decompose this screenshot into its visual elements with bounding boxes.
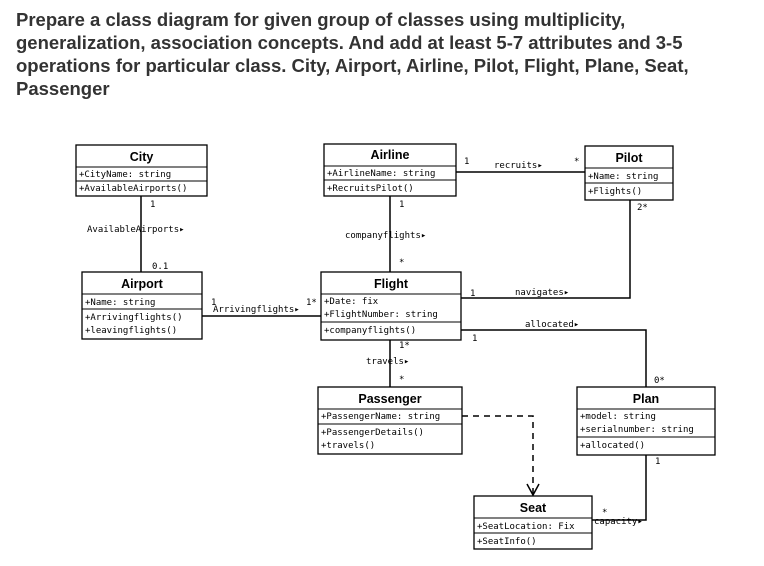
attribute: +Name: string [85, 298, 155, 308]
multiplicity-start: 1 [470, 289, 475, 299]
multiplicity-end: * [399, 375, 404, 385]
multiplicity-end: * [602, 508, 607, 518]
multiplicity-end: 0.1 [152, 262, 168, 272]
class-name: Flight [374, 277, 409, 291]
class-name: Passenger [358, 392, 421, 406]
class-seat[interactable]: Seat +SeatLocation: Fix +SeatInfo() [473, 495, 593, 550]
attribute: +PassengerName: string [321, 412, 440, 422]
association-label: AvailableAirports▸ [87, 225, 185, 235]
operation: +leavingflights() [85, 326, 177, 336]
question-text: Prepare a class diagram for given group … [16, 9, 689, 99]
association-label: companyflights▸ [345, 231, 426, 241]
multiplicity-start: 1 [211, 298, 216, 308]
association-label: allocated▸ [525, 320, 579, 330]
class-pilot[interactable]: Pilot +Name: string +Flights() [584, 145, 674, 201]
multiplicity-start: 1* [399, 341, 410, 351]
multiplicity-start: 1 [655, 457, 660, 467]
association-label: Arrivingflights▸ [213, 305, 300, 315]
operation: +RecruitsPilot() [327, 184, 414, 194]
class-name: Airport [121, 277, 164, 291]
operation: +travels() [321, 441, 375, 451]
attribute: +serialnumber: string [580, 425, 694, 435]
association-flight-plan: 1 allocated▸ 0* [461, 320, 665, 387]
operation: +AvailableAirports() [79, 184, 187, 194]
class-plan[interactable]: Plan +model: string +serialnumber: strin… [576, 386, 716, 456]
multiplicity-start: 1 [399, 200, 404, 210]
class-name: Plan [633, 392, 659, 406]
operation: +Arrivingflights() [85, 313, 183, 323]
operation: +SeatInfo() [477, 537, 537, 547]
association-airline-pilot: 1 recruits▸ * [456, 157, 585, 173]
class-passenger[interactable]: Passenger +PassengerName: string +Passen… [317, 386, 463, 455]
multiplicity-start: 1 [472, 334, 477, 344]
association-airline-flight: 1 companyflights▸ * [345, 196, 426, 272]
association-label: navigates▸ [515, 288, 569, 298]
association-plan-seat: 1 capacity▸ * [592, 455, 660, 527]
operation: +allocated() [580, 441, 645, 451]
multiplicity-start: 1 [150, 200, 155, 210]
multiplicity-end: 2* [637, 203, 648, 213]
class-name: Seat [520, 501, 547, 515]
association-label: capacity▸ [594, 517, 643, 527]
attribute: +model: string [580, 412, 656, 422]
dependency-arrowhead [526, 483, 540, 497]
multiplicity-end: * [399, 258, 404, 268]
multiplicity-end: * [574, 157, 579, 167]
dependency-passenger-seat [462, 415, 540, 497]
attribute: +Name: string [588, 172, 658, 182]
association-airport-flight: 1 Arrivingflights▸ 1* [202, 298, 321, 317]
attribute: +CityName: string [79, 170, 171, 180]
multiplicity-end: 1* [306, 298, 317, 308]
class-airport[interactable]: Airport +Name: string +Arrivingflights()… [81, 271, 203, 340]
operation: +PassengerDetails() [321, 428, 424, 438]
class-flight[interactable]: Flight +Date: fix +FlightNumber: string … [320, 271, 462, 341]
attribute: +Date: fix [324, 297, 379, 307]
multiplicity-end: 0* [654, 376, 665, 386]
class-name: Pilot [615, 151, 643, 165]
association-label: recruits▸ [494, 161, 543, 171]
association-flight-pilot: 1 navigates▸ 2* [461, 200, 648, 299]
attribute: +SeatLocation: Fix [477, 522, 575, 532]
attribute: +FlightNumber: string [324, 310, 438, 320]
class-name: City [130, 150, 154, 164]
association-city-airport: 1 AvailableAirports▸ 0.1 [87, 196, 185, 272]
association-label: travels▸ [366, 357, 409, 367]
class-city[interactable]: City +CityName: string +AvailableAirport… [75, 144, 208, 197]
operation: +companyflights() [324, 326, 416, 336]
multiplicity-start: 1 [464, 157, 469, 167]
class-airline[interactable]: Airline +AirlineName: string +RecruitsPi… [323, 143, 457, 197]
operation: +Flights() [588, 187, 642, 197]
attribute: +AirlineName: string [327, 169, 435, 179]
association-flight-passenger: 1* travels▸ * [366, 340, 410, 387]
class-name: Airline [371, 148, 410, 162]
